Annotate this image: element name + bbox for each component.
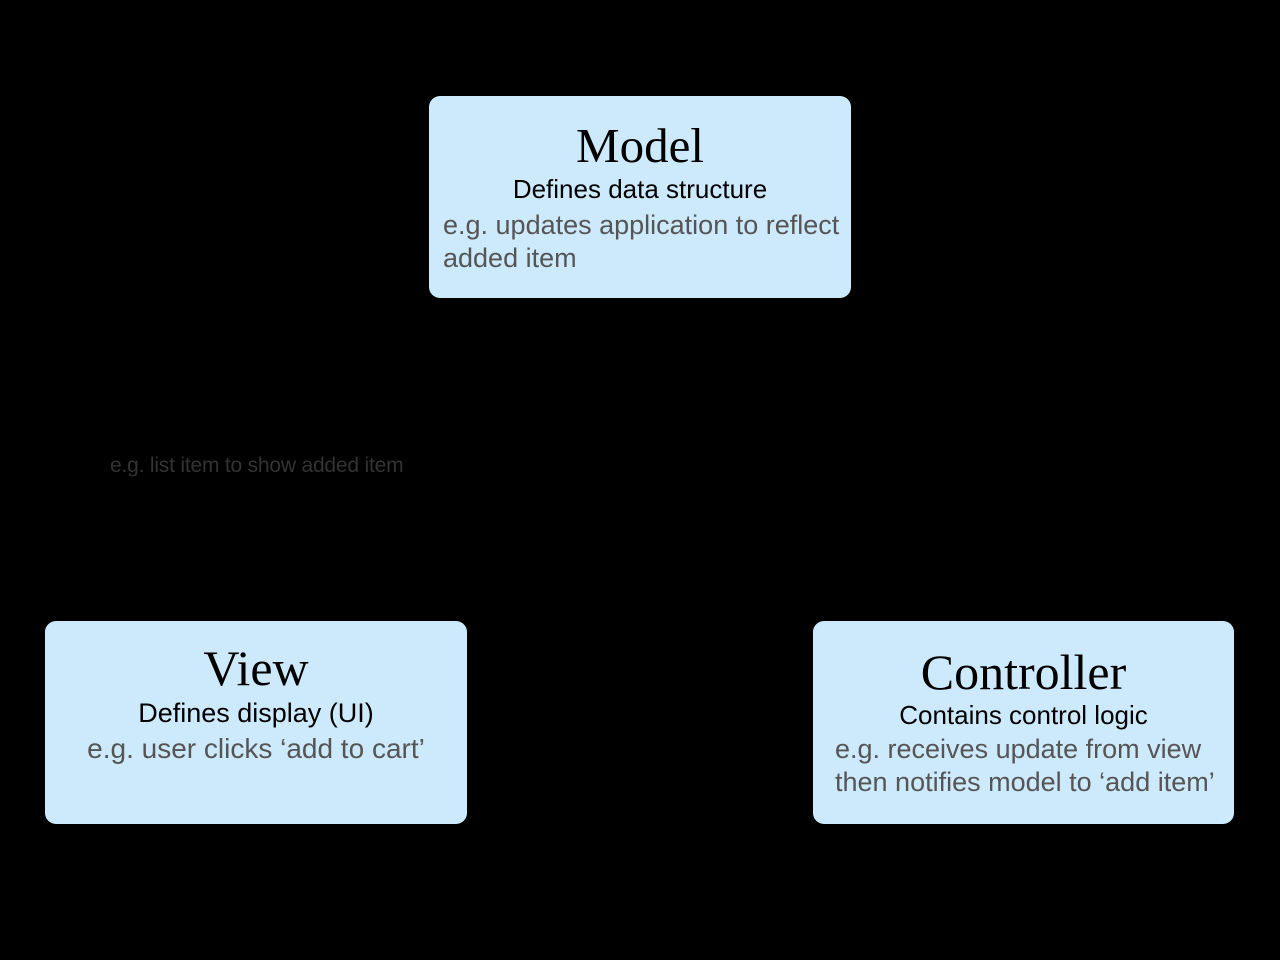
node-view-title: View: [203, 640, 309, 696]
node-model-title: Model: [576, 118, 704, 173]
node-model[interactable]: Model Defines data structure e.g. update…: [429, 96, 851, 298]
node-view-subtitle: Defines display (UI): [138, 698, 374, 728]
node-model-example: e.g. updates application to reflect adde…: [443, 210, 840, 274]
node-controller-title: Controller: [920, 644, 1127, 700]
node-controller-example: e.g. receives update from view then noti…: [835, 734, 1215, 798]
node-view[interactable]: View Defines display (UI) e.g. user clic…: [45, 621, 467, 824]
node-controller-subtitle: Contains control logic: [899, 700, 1148, 730]
node-view-example: e.g. user clicks ‘add to cart’: [87, 733, 425, 765]
node-controller[interactable]: Controller Contains control logic e.g. r…: [813, 621, 1234, 824]
node-model-subtitle: Defines data structure: [512, 174, 768, 204]
floating-annotation: e.g. list item to show added item: [110, 454, 404, 477]
